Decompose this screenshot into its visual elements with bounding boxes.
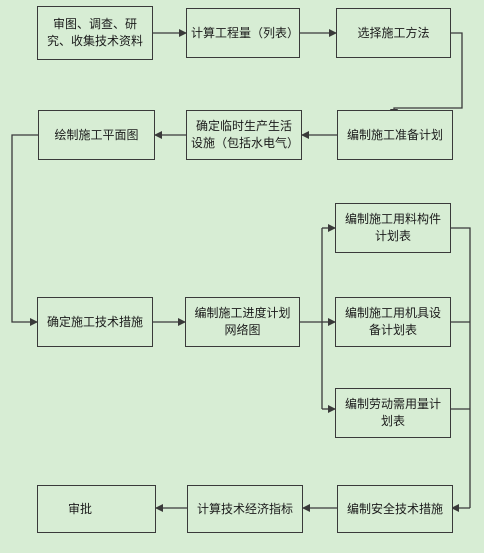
node-labor-plan: 编制劳动需用量计划表 bbox=[335, 388, 451, 438]
node-quantity-label: 计算工程量（列表） bbox=[191, 25, 300, 40]
node-site-plan-label: 绘制施工平面图 bbox=[54, 127, 139, 142]
node-approval: 审批 bbox=[37, 485, 156, 533]
node-materials-plan-label: 编制施工用料构件计划表 bbox=[344, 212, 441, 243]
collect-right bbox=[451, 227, 471, 508]
node-method: 选择施工方法 bbox=[336, 8, 451, 58]
node-economics: 计算技术经济指标 bbox=[187, 485, 303, 533]
node-equipment-plan: 编制施工用机具设备计划表 bbox=[335, 297, 451, 347]
node-quantity: 计算工程量（列表） bbox=[186, 8, 300, 58]
node-safety-measures-label: 编制安全技术措施 bbox=[346, 501, 443, 516]
node-site-plan: 绘制施工平面图 bbox=[38, 110, 155, 160]
node-approval-label: 审批 bbox=[68, 501, 93, 516]
node-schedule-label: 编制施工进度计划网络图 bbox=[194, 306, 291, 337]
node-materials-plan: 编制施工用料构件计划表 bbox=[335, 203, 451, 253]
node-labor-plan-label: 编制劳动需用量计划表 bbox=[344, 397, 441, 428]
node-tech-measures: 确定施工技术措施 bbox=[37, 297, 153, 347]
node-tech-measures-label: 确定施工技术措施 bbox=[46, 314, 143, 329]
node-survey: 审图、调查、研究、收集技术资料 bbox=[37, 6, 153, 60]
node-temp-facilities-label: 确定临时生产生活设施（包括水电气） bbox=[191, 119, 300, 150]
node-economics-label: 计算技术经济指标 bbox=[196, 501, 293, 516]
arrow-siteplan-to-techmeasures bbox=[11, 134, 38, 326]
node-survey-label: 审图、调查、研究、收集技术资料 bbox=[46, 17, 143, 48]
node-temp-facilities: 确定临时生产生活设施（包括水电气） bbox=[186, 110, 302, 160]
node-schedule: 编制施工进度计划网络图 bbox=[185, 297, 300, 347]
node-equipment-plan-label: 编制施工用机具设备计划表 bbox=[344, 306, 441, 337]
node-prep-plan: 编制施工准备计划 bbox=[337, 110, 453, 160]
node-safety-measures: 编制安全技术措施 bbox=[337, 485, 453, 533]
node-prep-plan-label: 编制施工准备计划 bbox=[346, 127, 443, 142]
node-method-label: 选择施工方法 bbox=[357, 25, 430, 40]
